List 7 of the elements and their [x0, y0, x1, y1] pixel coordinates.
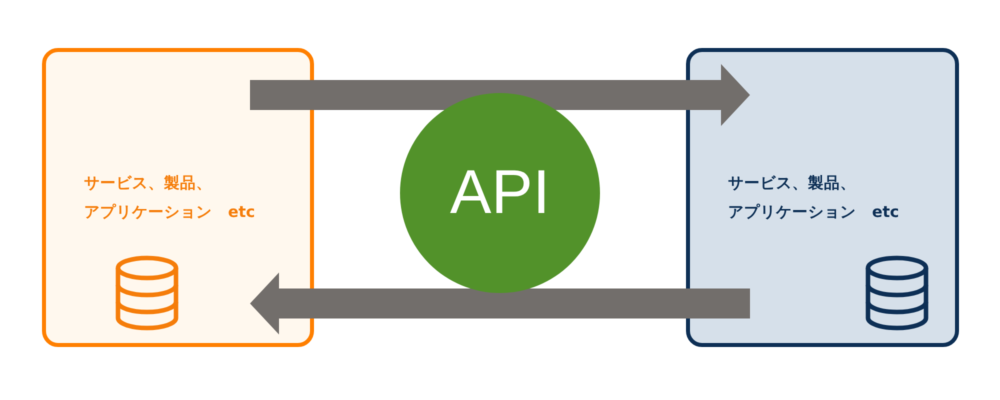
system-box	[686, 48, 959, 347]
system-label: サービス、製品、アプリケーション etc	[728, 173, 900, 223]
arrow	[250, 272, 750, 334]
api-label: API	[450, 162, 550, 224]
arrow	[250, 64, 750, 126]
system-box	[42, 48, 314, 347]
system-label: サービス、製品、アプリケーション etc	[84, 173, 256, 223]
